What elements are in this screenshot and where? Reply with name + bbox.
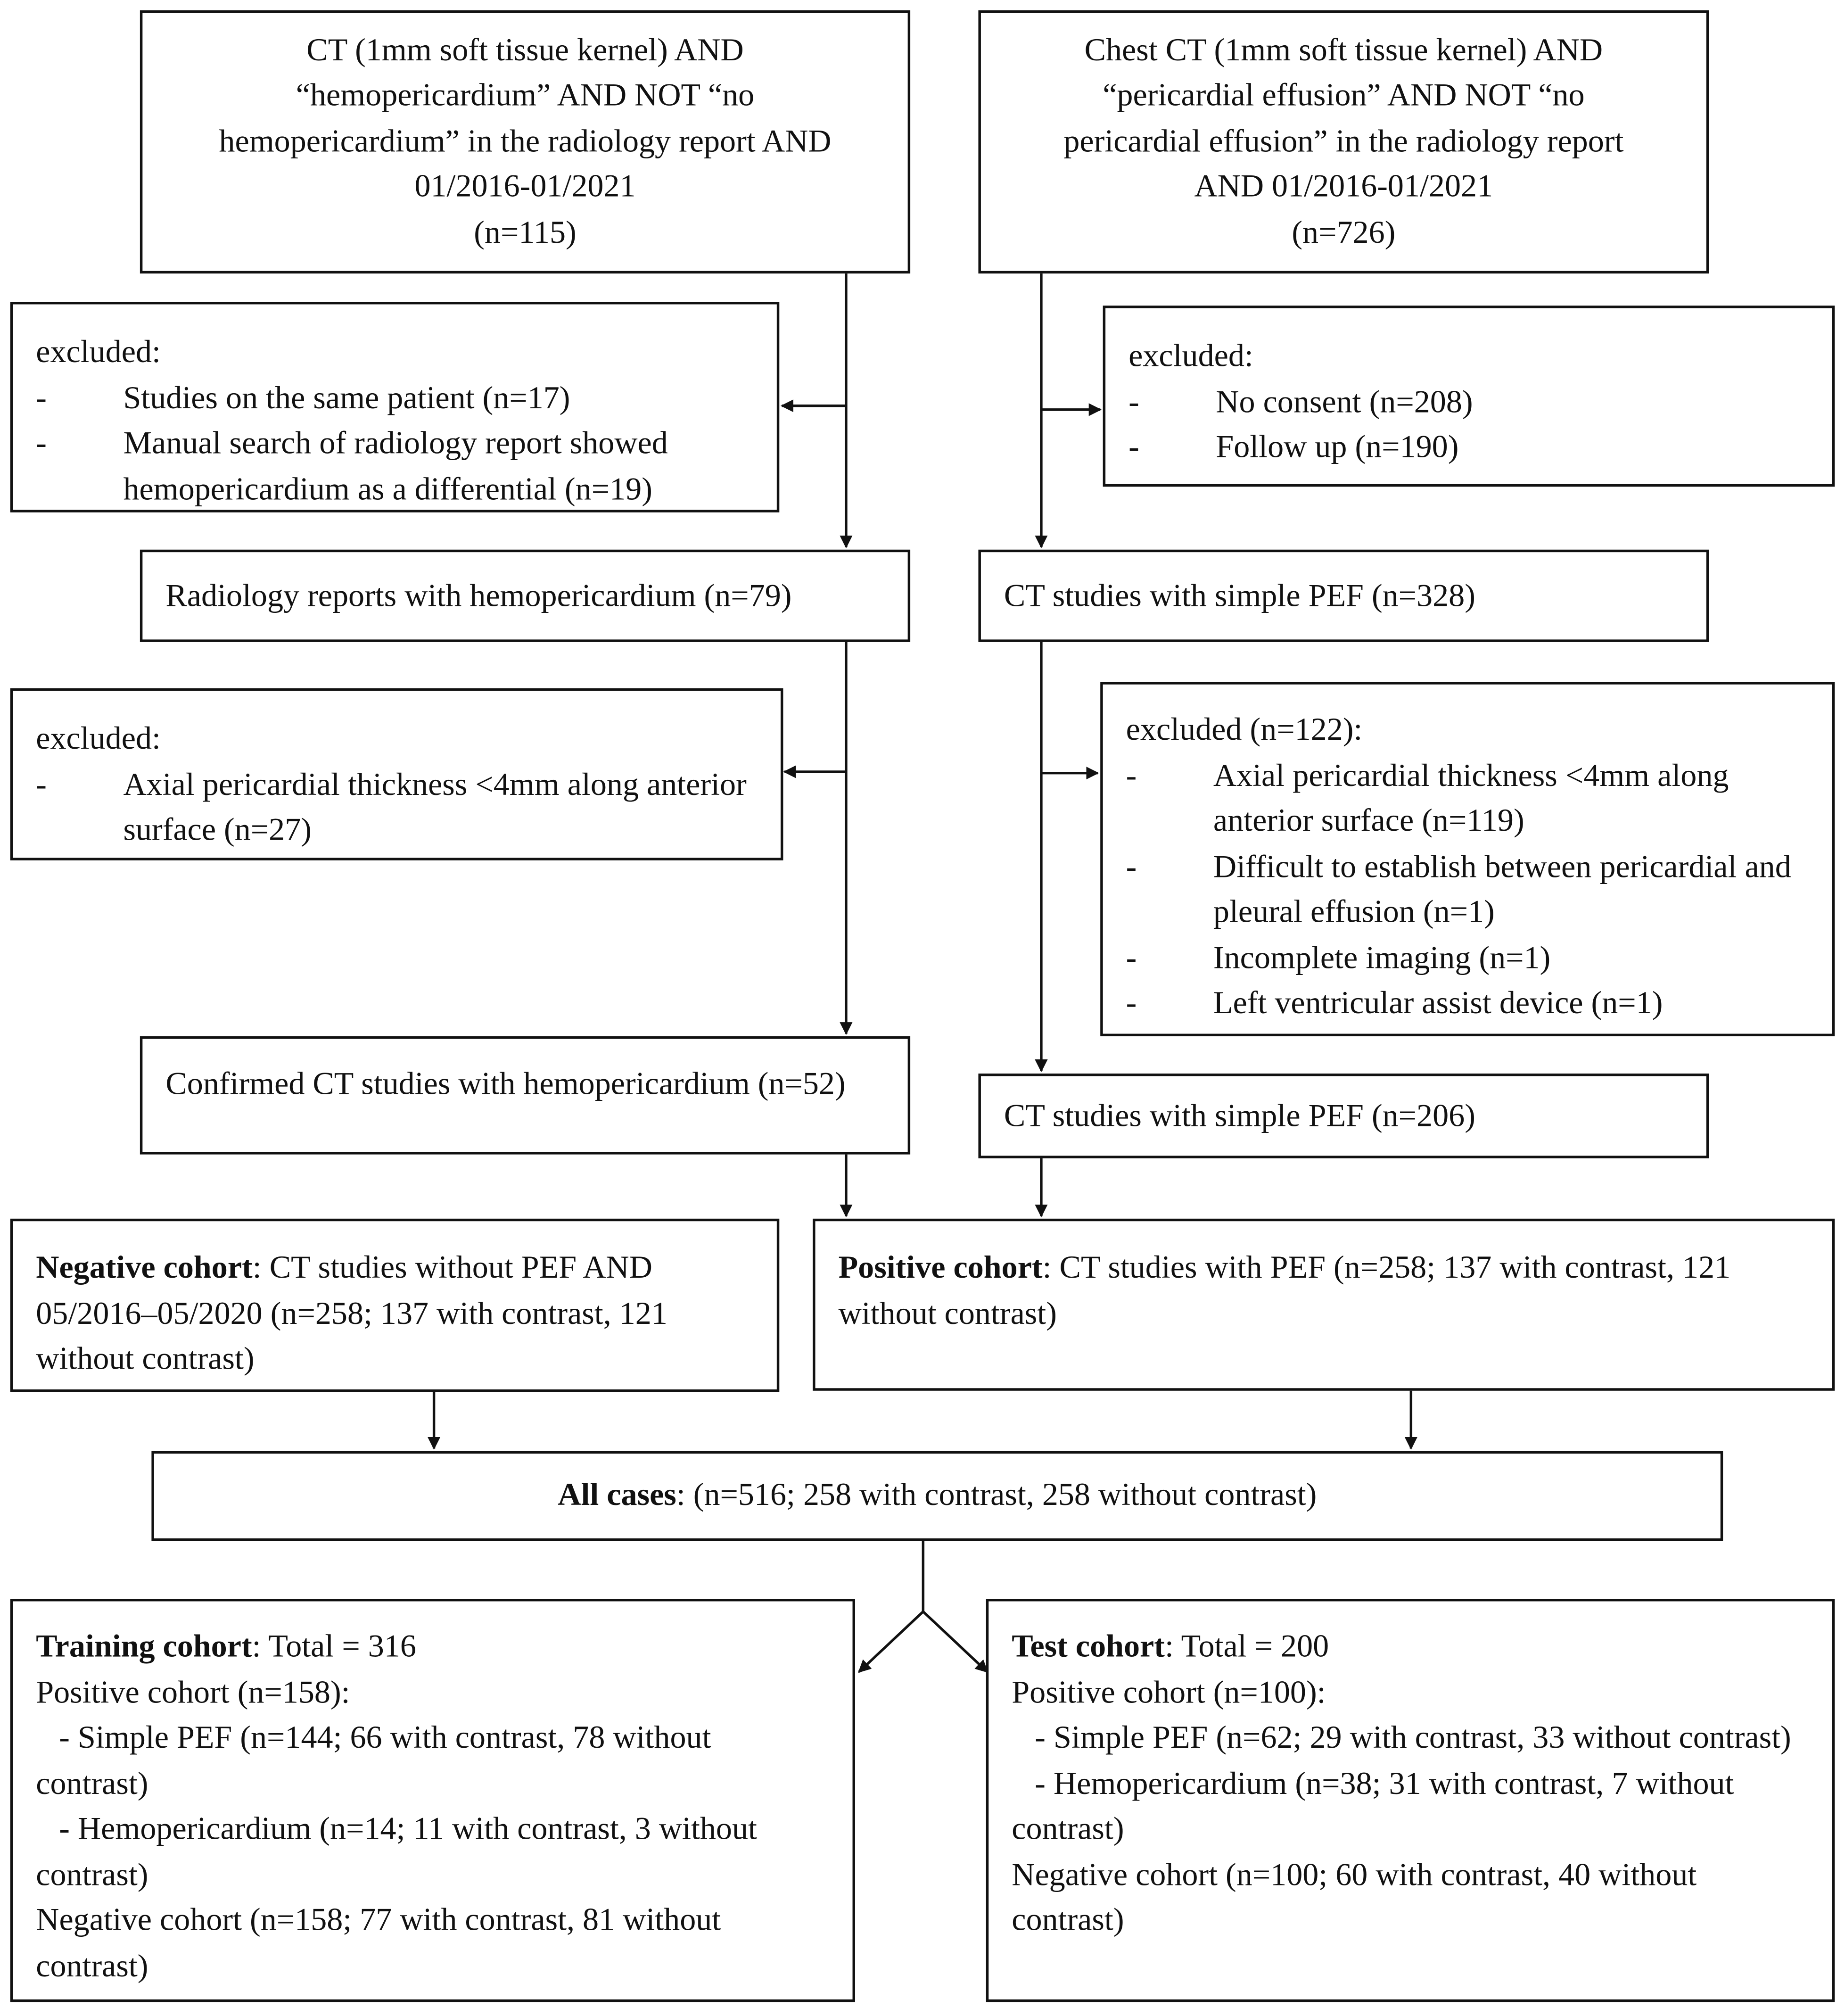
cohort-line: Negative cohort (n=158; 77 with contrast… bbox=[36, 1903, 721, 1983]
ct-simple-pef-206-box: CT studies with simple PEF (n=206) bbox=[978, 1074, 1709, 1158]
excluded-item: -Manual search of radiology report showe… bbox=[36, 426, 668, 507]
radiology-reports-box: Radiology reports with hemopericardium (… bbox=[140, 549, 911, 642]
box-line: (n=115) bbox=[474, 215, 577, 250]
cohort-line: Positive cohort (n=100): bbox=[1012, 1675, 1326, 1710]
box-line: (n=726) bbox=[1292, 215, 1396, 250]
box-line: AND 01/2016-01/2021 bbox=[1194, 170, 1493, 205]
box-line: Chest CT (1mm soft tissue kernel) AND bbox=[1084, 33, 1603, 68]
cohort-line: - Hemopericardium (n=14; 11 with contras… bbox=[36, 1812, 757, 1892]
box-line: CT (1mm soft tissue kernel) AND bbox=[306, 33, 744, 68]
box-line: “hemopericardium” AND NOT “no bbox=[296, 78, 755, 114]
cohort-line: - Simple PEF (n=144; 66 with contrast, 7… bbox=[36, 1720, 711, 1801]
ct-simple-pef-328-box: CT studies with simple PEF (n=328) bbox=[978, 549, 1709, 642]
test-cohort-box: Test cohort: Total = 200 Positive cohort… bbox=[986, 1599, 1835, 2002]
excluded-hemo-box-1: excluded: -Studies on the same patient (… bbox=[10, 302, 780, 512]
excluded-item: -Axial pericardial thickness <4mm along … bbox=[1126, 758, 1729, 839]
excluded-item: -Left ventricular assist device (n=1) bbox=[1126, 986, 1663, 1021]
box-line: 01/2016-01/2021 bbox=[414, 170, 636, 205]
excluded-item: -Incomplete imaging (n=1) bbox=[1126, 941, 1551, 975]
all-cases-box: All cases: (n=516; 258 with contrast, 25… bbox=[151, 1451, 1723, 1541]
excluded-item: -Difficult to establish between pericard… bbox=[1126, 849, 1791, 930]
excluded-title: excluded: bbox=[36, 721, 161, 757]
excluded-item: -No consent (n=208) bbox=[1128, 384, 1473, 420]
box-line: hemopericardium” in the radiology report… bbox=[219, 124, 832, 159]
search-hemopericardium-box: CT (1mm soft tissue kernel) AND “hemoper… bbox=[140, 10, 911, 274]
cohort-line: Positive cohort (n=158): bbox=[36, 1675, 350, 1710]
excluded-item: -Axial pericardial thickness <4mm along … bbox=[36, 767, 747, 848]
training-cohort-box: Training cohort: Total = 316 Positive co… bbox=[10, 1599, 855, 2002]
cohort-line: - Hemopericardium (n=38; 31 with contras… bbox=[1012, 1766, 1734, 1847]
negative-cohort-box: Negative cohort: CT studies without PEF … bbox=[10, 1218, 780, 1392]
excluded-title: excluded (n=122): bbox=[1126, 712, 1363, 748]
cohort-line: Negative cohort (n=100; 60 with contrast… bbox=[1012, 1857, 1697, 1938]
excluded-hemo-box-2: excluded: -Axial pericardial thickness <… bbox=[10, 688, 783, 860]
box-line: “pericardial effusion” AND NOT “no bbox=[1103, 78, 1585, 114]
excluded-title: excluded: bbox=[36, 335, 161, 370]
excluded-pef-box-1: excluded: -No consent (n=208) -Follow up… bbox=[1103, 306, 1835, 487]
excluded-item: -Follow up (n=190) bbox=[1128, 430, 1459, 465]
positive-cohort-box: Positive cohort: CT studies with PEF (n=… bbox=[813, 1218, 1835, 1391]
box-line: pericardial effusion” in the radiology r… bbox=[1063, 124, 1624, 159]
confirmed-hemopericardium-box: Confirmed CT studies with hemopericardiu… bbox=[140, 1036, 911, 1155]
excluded-pef-box-2: excluded (n=122): -Axial pericardial thi… bbox=[1100, 682, 1835, 1037]
excluded-item: -Studies on the same patient (n=17) bbox=[36, 380, 570, 416]
cohort-line: - Simple PEF (n=62; 29 with contrast, 33… bbox=[1035, 1720, 1791, 1756]
search-pericardial-effusion-box: Chest CT (1mm soft tissue kernel) AND “p… bbox=[978, 10, 1709, 274]
excluded-title: excluded: bbox=[1128, 339, 1253, 374]
